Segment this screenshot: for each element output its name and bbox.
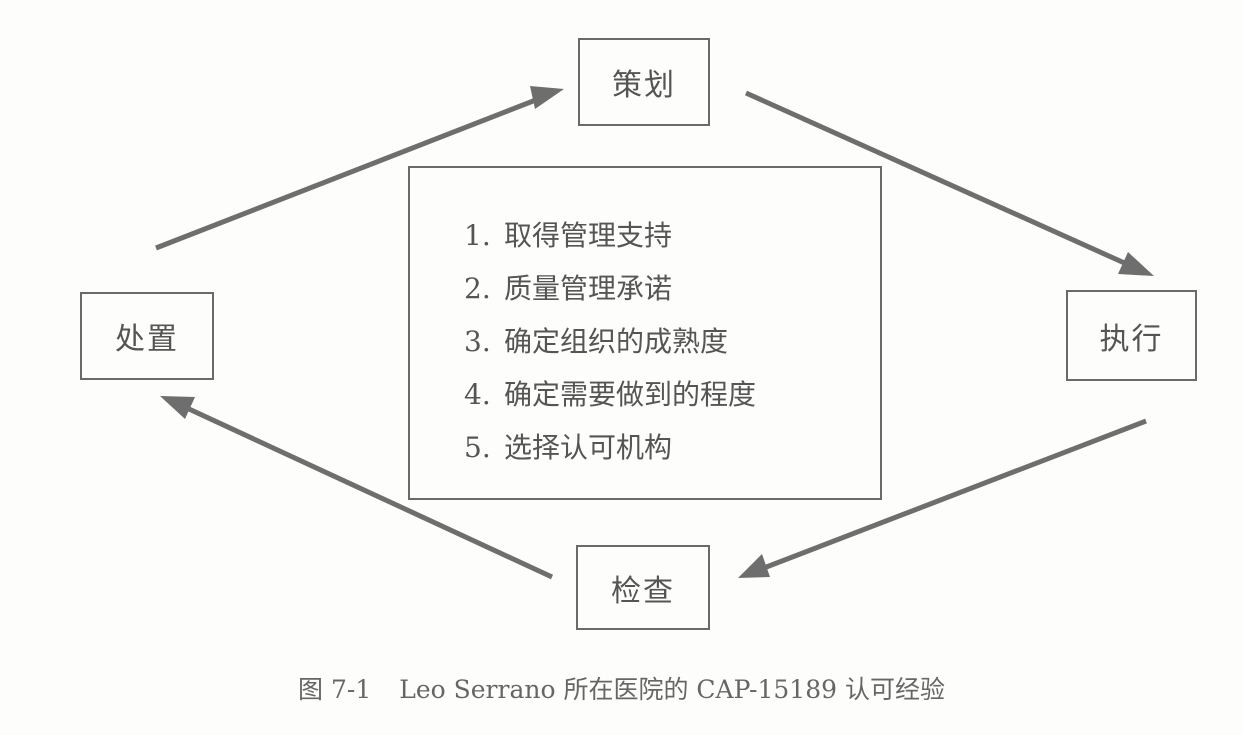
figure-title: Leo Serrano 所在医院的 CAP-15189 认可经验 (399, 675, 945, 704)
step-text: 选择认可机构 (504, 431, 673, 464)
arrow-plan-to-do (744, 90, 1142, 273)
do-label: 执行 (1099, 321, 1164, 357)
arrow-do-to-check (755, 418, 1147, 574)
arrow-check-to-act (174, 400, 554, 580)
step-item: 1. 取得管理支持 (464, 209, 756, 262)
arrow-act-to-plan (155, 93, 547, 251)
plan-box: 策划 (578, 38, 710, 126)
step-item: 4. 确定需要做到的程度 (464, 368, 756, 421)
step-text: 确定需要做到的程度 (504, 378, 757, 411)
plan-label: 策划 (612, 68, 676, 103)
step-number: 2. (464, 272, 491, 305)
step-number: 1. (464, 219, 491, 252)
arrowhead-do (1118, 252, 1154, 276)
steps-box (408, 166, 882, 500)
act-box: 处置 (80, 292, 214, 380)
arrowhead-act (160, 396, 195, 419)
step-item: 5. 选择认可机构 (464, 421, 756, 474)
step-number: 5. (464, 431, 491, 464)
arrowhead-plan (530, 86, 564, 109)
step-number: 3. (464, 325, 491, 358)
check-label: 检查 (611, 573, 675, 609)
arrowhead-check (738, 554, 770, 578)
step-text: 确定组织的成熟度 (504, 325, 729, 358)
steps-list: 1. 取得管理支持 2. 质量管理承诺 3. 确定组织的成熟度 4. 确定需要做到的程度… (464, 209, 756, 474)
figure-number: 图 7-1 (298, 675, 372, 704)
step-number: 4. (464, 378, 491, 411)
step-item: 3. 确定组织的成熟度 (464, 315, 756, 368)
act-label: 处置 (115, 322, 179, 357)
step-text: 取得管理支持 (504, 219, 673, 252)
figure-caption: 图 7-1 Leo Serrano 所在医院的 CAP-15189 认可经验 (0, 670, 1243, 706)
step-text: 质量管理承诺 (504, 272, 673, 305)
check-box: 检查 (576, 545, 710, 630)
step-item: 2. 质量管理承诺 (464, 262, 756, 315)
do-box: 执行 (1066, 290, 1197, 381)
